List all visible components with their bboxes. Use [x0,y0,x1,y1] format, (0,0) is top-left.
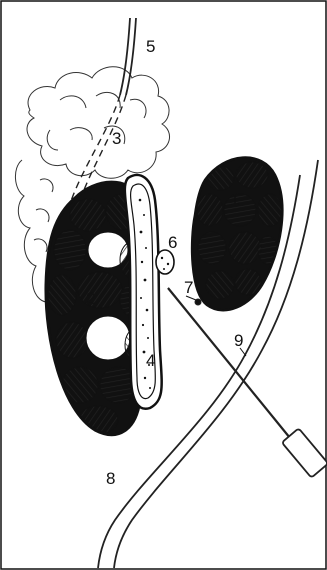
label-8: 8 [106,469,115,488]
label-6: 6 [168,233,177,252]
label-7: 7 [184,278,193,297]
needle [168,288,327,478]
nodule-6 [156,250,174,274]
label-9: 9 [234,331,243,350]
label-2: 2 [86,289,95,308]
label-3: 3 [112,129,121,148]
label-4: 4 [146,351,155,370]
structure-4 [125,175,162,409]
label-5: 5 [146,37,155,56]
label-1: 1 [230,190,239,209]
gland-1 [192,158,282,311]
